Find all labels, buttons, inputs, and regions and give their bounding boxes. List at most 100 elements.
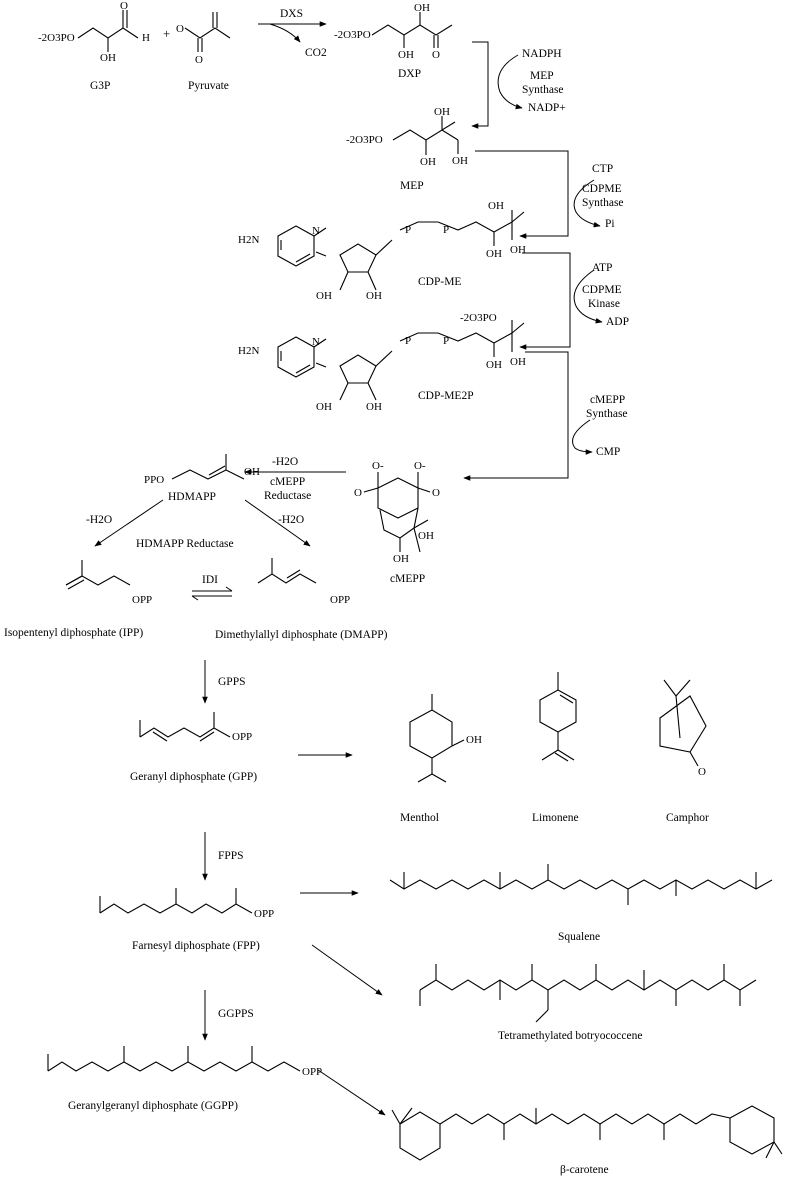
g3p-label: G3P	[90, 80, 111, 92]
ipp-structure	[65, 560, 131, 590]
hdmapp-ppo-atom: PPO	[144, 474, 165, 486]
cmepp-reductase-label-1: cMEPP	[270, 476, 306, 488]
carotene-label: β-carotene	[560, 1164, 609, 1176]
cdp-me-h2n-atom: H2N	[238, 234, 260, 246]
ipp-opp-atom: OPP	[132, 594, 153, 606]
cmepp-synthase-arrow	[463, 351, 593, 481]
cdpme-synthase-arrow	[475, 150, 601, 239]
fpp-opp-atom: OPP	[254, 908, 275, 920]
cmp-label: CMP	[596, 446, 621, 458]
nadp-label: NADP+	[528, 102, 566, 114]
gpp-label: Geranyl diphosphate (GPP)	[130, 771, 258, 783]
cdp-me-oh3-atom: OH	[510, 244, 526, 256]
g3p-o-atom: O	[120, 0, 128, 12]
dxp-oh2-atom: OH	[398, 49, 414, 61]
ggpp-opp-atom: OPP	[302, 1066, 323, 1078]
cmepp-o-minus-2: O-	[414, 460, 426, 472]
mep-oh3-atom: OH	[452, 155, 468, 167]
cdpme-kinase-arrow	[519, 252, 603, 350]
cdpme-kinase-label-1: CDPME	[582, 284, 622, 296]
atp-label: ATP	[592, 262, 613, 274]
cdpme-synthase-label-2: Synthase	[582, 197, 624, 209]
limonene-label: Limonene	[532, 812, 579, 824]
mep-synthase-label-1: MEP	[530, 70, 554, 82]
hdmapp-reductase-arrows	[94, 499, 311, 547]
gpp-structure	[139, 712, 231, 742]
camphor-structure	[659, 679, 707, 767]
dxp-structure	[371, 12, 453, 48]
mep-label: MEP	[400, 180, 424, 192]
cdp-me-p2-atom: P	[443, 224, 450, 236]
h2o-label-3: -H2O	[278, 514, 305, 526]
ggpps-enzyme-label: GGPPS	[218, 1008, 254, 1020]
cdp-me-structure	[277, 210, 525, 291]
cdp-me2p-ribose-oh2: OH	[366, 401, 382, 413]
ggpp-label: Geranylgeranyl diphosphate (GGPP)	[68, 1100, 238, 1112]
cmepp-synthase-label-1: cMEPP	[590, 394, 626, 406]
pyruvate-label: Pyruvate	[188, 80, 229, 92]
camphor-label: Camphor	[666, 812, 709, 824]
cmepp-synthase-label-2: Synthase	[586, 408, 628, 420]
dxp-o-atom: O	[432, 49, 440, 61]
cdp-me2p-p1-atom: P	[405, 335, 412, 347]
ctp-label: CTP	[592, 163, 614, 175]
cdp-me2p-structure	[277, 320, 525, 401]
cdp-me-p1-atom: P	[405, 224, 412, 236]
adp-label: ADP	[606, 316, 630, 328]
beta-carotene-structure	[391, 1105, 783, 1161]
menthol-label: Menthol	[400, 812, 439, 824]
cmepp-structure	[363, 472, 431, 553]
hdmapp-structure	[171, 454, 245, 480]
ggpp-structure	[47, 1046, 301, 1072]
cmepp-oh2-atom: OH	[418, 530, 434, 542]
h2o-label-1: -H2O	[272, 456, 299, 468]
dmapp-label: Dimethylallyl diphosphate (DMAPP)	[215, 629, 388, 641]
gpps-enzyme-label: GPPS	[218, 676, 246, 688]
limonene-structure	[539, 672, 577, 762]
hdmapp-reductase-label: HDMAPP Reductase	[136, 538, 234, 550]
mep-o3po-atom: -2O3PO	[346, 134, 383, 146]
cmepp-o-right: O	[432, 487, 440, 499]
g3p-oh-atom: OH	[100, 52, 116, 64]
hdmapp-oh-atom: OH	[244, 466, 260, 478]
cdpme-kinase-label-2: Kinase	[588, 298, 620, 310]
cdp-me-oh2-atom: OH	[486, 248, 502, 260]
cdp-me2p-ribose-oh1: OH	[316, 401, 332, 413]
menthol-oh-atom: OH	[466, 734, 482, 746]
dxp-label: DXP	[398, 68, 422, 80]
ggpp-to-carotene-arrow	[317, 1069, 386, 1116]
mep-oh1-atom: OH	[434, 106, 450, 118]
ipp-label: Isopentenyl diphosphate (IPP)	[4, 627, 144, 639]
co2-label: CO2	[305, 47, 327, 59]
mep-synthase-label-2: Synthase	[522, 84, 564, 96]
camphor-o-atom: O	[698, 766, 706, 778]
dxs-enzyme-label: DXS	[280, 8, 304, 20]
nadph-label: NADPH	[522, 48, 562, 60]
fpps-enzyme-label: FPPS	[218, 850, 244, 862]
dmapp-opp-atom: OPP	[330, 594, 351, 606]
cdp-me2p-oh2-atom: OH	[486, 359, 502, 371]
g3p-structure	[77, 10, 139, 52]
cdpme-synthase-label-1: CDPME	[582, 183, 622, 195]
dxp-oh1-atom: OH	[414, 2, 430, 14]
mep-structure	[392, 116, 459, 155]
cdp-me-n-atom: N	[312, 225, 320, 237]
botryococcene-label: Tetramethylated botryococcene	[498, 1030, 643, 1042]
cdp-me-ribose-oh2: OH	[366, 290, 382, 302]
g3p-o3po-atom: -2O3PO	[38, 32, 75, 44]
idi-enzyme-label: IDI	[202, 574, 218, 586]
cmepp-label: cMEPP	[390, 573, 426, 585]
cmepp-o-left: O	[354, 487, 362, 499]
botryococcene-structure	[419, 964, 757, 1023]
idi-arrows	[191, 586, 233, 601]
h2o-label-2: -H2O	[86, 514, 113, 526]
cmepp-reductase-label-2: Reductase	[264, 490, 312, 502]
cdp-me-ribose-oh1: OH	[316, 290, 332, 302]
fpp-to-botryococcene-arrow	[311, 944, 383, 996]
squalene-structure	[389, 864, 773, 905]
cdp-me-label: CDP-ME	[418, 276, 462, 288]
pyruvate-o-atom: O	[195, 54, 203, 66]
mep-oh2-atom: OH	[420, 156, 436, 168]
cdp-me2p-h2n-atom: H2N	[238, 345, 260, 357]
